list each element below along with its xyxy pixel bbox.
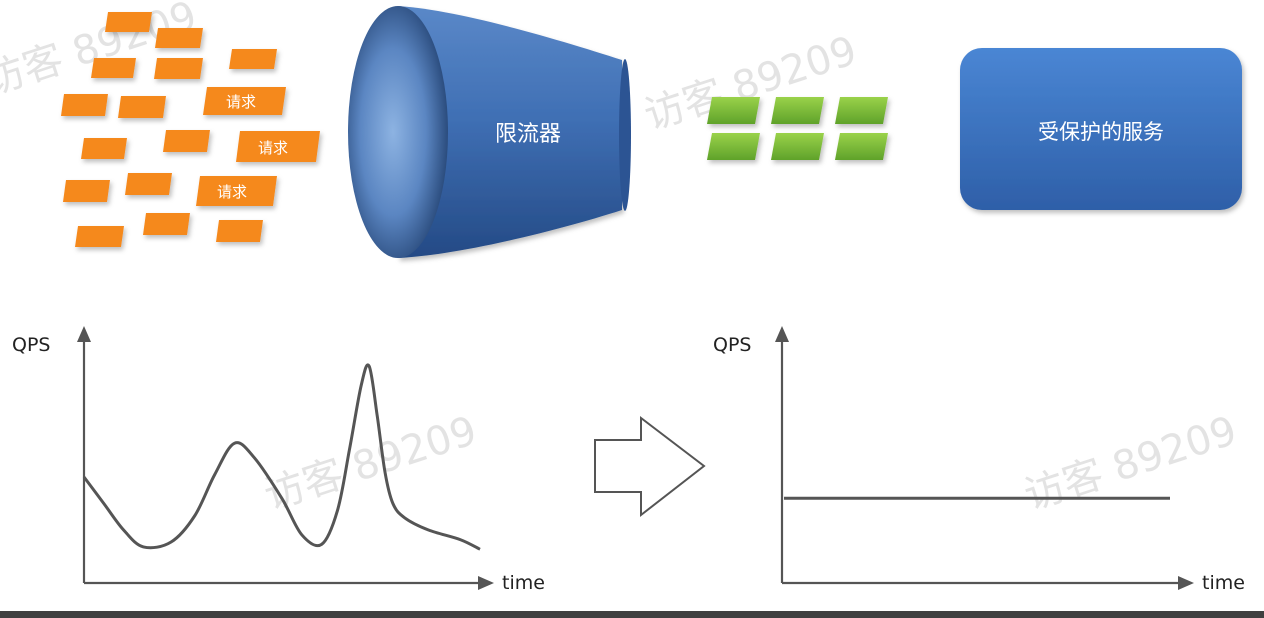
request-block	[155, 28, 203, 48]
incoming-requests: 请求 请求 请求	[61, 12, 320, 247]
request-block	[216, 220, 263, 242]
rate-limiter-funnel: 限流器	[348, 6, 631, 258]
y-axis-label: QPS	[12, 334, 50, 356]
funnel-body	[398, 6, 622, 258]
watermark-text: 访客 89209	[259, 408, 482, 520]
request-block	[229, 49, 277, 69]
right-arrow-icon	[594, 415, 706, 518]
request-block-labeled: 请求	[196, 176, 277, 206]
service-box	[960, 48, 1242, 210]
passed-requests	[707, 97, 888, 160]
limiter-label: 限流器	[495, 122, 561, 147]
x-axis-label: time	[502, 572, 545, 594]
request-block	[125, 173, 172, 195]
y-axis-arrow	[77, 326, 91, 342]
request-block	[63, 180, 110, 202]
chart-before-limiting: QPS time	[12, 326, 545, 594]
request-label: 请求	[217, 183, 247, 201]
service-label: 受保护的服务	[1038, 120, 1164, 144]
request-block	[105, 12, 152, 32]
request-block-labeled: 请求	[203, 87, 286, 115]
passed-block	[707, 97, 760, 124]
request-block	[154, 58, 203, 79]
passed-block	[835, 97, 888, 124]
request-block	[143, 213, 190, 235]
y-axis-arrow	[775, 326, 789, 342]
bottom-bar	[0, 611, 1264, 618]
chart-after-limiting: QPS time	[713, 326, 1245, 594]
passed-block	[771, 97, 824, 124]
request-block	[118, 96, 166, 118]
y-axis-label: QPS	[713, 334, 751, 356]
request-block	[81, 138, 127, 159]
watermark-text: 访客 89209	[0, 0, 202, 105]
request-label: 请求	[258, 139, 288, 157]
request-block	[75, 226, 124, 247]
x-axis-arrow	[1178, 576, 1194, 590]
funnel-narrow-end	[619, 59, 631, 211]
funnel-mouth	[348, 6, 448, 258]
qps-fluctuating-line	[82, 363, 481, 551]
request-block	[163, 130, 210, 152]
watermark-text: 访客 89209	[1019, 408, 1242, 520]
transition-arrow	[594, 415, 706, 518]
protected-service: 受保护的服务	[960, 48, 1242, 210]
request-block	[61, 94, 108, 116]
request-label: 请求	[226, 93, 256, 111]
passed-block	[707, 133, 760, 160]
passed-block	[835, 133, 888, 160]
x-axis-arrow	[478, 576, 494, 590]
x-axis-label: time	[1202, 572, 1245, 594]
request-block	[91, 58, 136, 78]
request-block-labeled: 请求	[236, 131, 320, 162]
passed-block	[771, 133, 824, 160]
